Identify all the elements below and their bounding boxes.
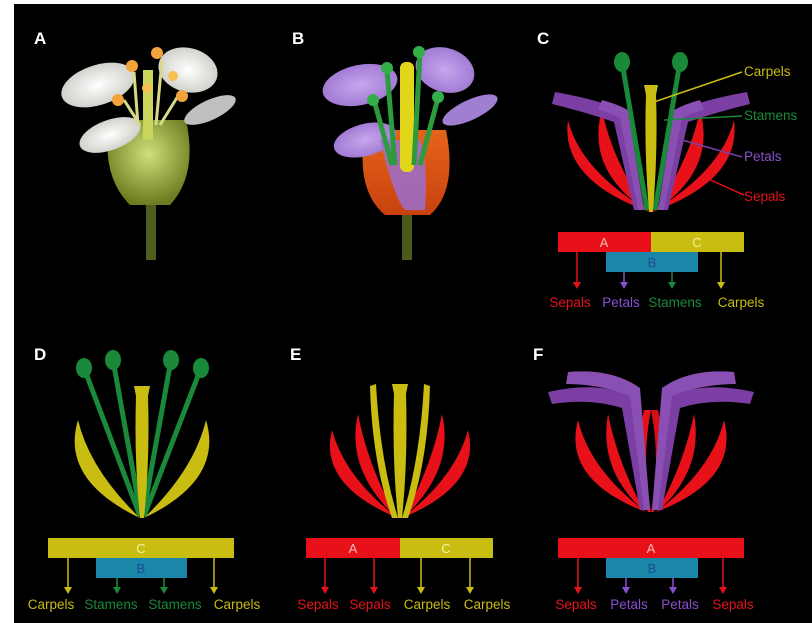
panel-e-letter: E (290, 345, 301, 364)
gene-box-c-label: C (692, 235, 701, 250)
anther-shape (163, 350, 179, 370)
output-label: Petals (602, 295, 640, 310)
panel-a: A (34, 29, 240, 260)
gene-box-c-label: C (441, 541, 450, 556)
output-labels-d: Carpels Stamens Stamens Carpels (28, 597, 261, 612)
panel-b-letter: B (292, 29, 304, 48)
anther-shape (105, 350, 121, 370)
flower-diagram-e (330, 384, 470, 518)
output-label: Sepals (549, 295, 591, 310)
gene-box-c-label: C (136, 541, 145, 556)
panel-a-letter: A (34, 29, 46, 48)
output-label: Carpels (718, 295, 765, 310)
output-label: Stamens (84, 597, 138, 612)
panel-e: E A C Sepa (290, 345, 511, 612)
panel-f: F A B (533, 345, 754, 612)
anther-shape (193, 358, 209, 378)
panel-d-letter: D (34, 345, 46, 364)
flower-diagram-c (552, 52, 750, 212)
panel-c-letter: C (537, 29, 549, 48)
petals-callout: Petals (744, 149, 782, 164)
gene-boxes-f: A B (558, 538, 744, 578)
gene-box-b-label: B (648, 255, 657, 270)
gene-boxes-c: A C B (558, 232, 744, 272)
anther-shape (614, 52, 630, 72)
output-label: Sepals (555, 597, 597, 612)
flower-photo-b (319, 40, 502, 260)
flower-diagram-d (75, 350, 210, 518)
output-label: Sepals (349, 597, 391, 612)
sepals-callout: Sepals (744, 189, 786, 204)
carpel-shape (392, 384, 408, 518)
flower-photo-a (56, 41, 240, 260)
output-label: Petals (661, 597, 699, 612)
output-label: Stamens (148, 597, 202, 612)
gene-box-a-label: A (647, 541, 656, 556)
output-label: Petals (610, 597, 648, 612)
panel-b: B (292, 29, 501, 260)
output-label: Carpels (28, 597, 75, 612)
output-label: Sepals (712, 597, 754, 612)
output-arrows-e (321, 558, 474, 594)
panel-c: C Carpels Stamens (537, 29, 798, 310)
flower-diagram-f (548, 371, 754, 512)
gene-box-a-label: A (349, 541, 358, 556)
panel-d: D C B (28, 345, 261, 612)
gene-boxes-e: A C (306, 538, 493, 558)
output-label: Stamens (648, 295, 702, 310)
anther-shape (76, 358, 92, 378)
panel-f-letter: F (533, 345, 543, 364)
output-labels-e: Sepals Sepals Carpels Carpels (297, 597, 510, 612)
output-label: Sepals (297, 597, 339, 612)
gene-boxes-d: C B (48, 538, 234, 578)
gene-box-b-label: B (648, 561, 657, 576)
gene-box-b-label: B (137, 561, 146, 576)
output-labels-f: Sepals Petals Petals Sepals (555, 597, 754, 612)
output-label: Carpels (214, 597, 261, 612)
stamens-callout: Stamens (744, 108, 798, 123)
output-label: Carpels (464, 597, 511, 612)
carpels-callout: Carpels (744, 64, 791, 79)
output-labels-c: Sepals Petals Stamens Carpels (549, 295, 764, 310)
gene-box-a-label: A (600, 235, 609, 250)
anther-shape (672, 52, 688, 72)
output-label: Carpels (404, 597, 451, 612)
